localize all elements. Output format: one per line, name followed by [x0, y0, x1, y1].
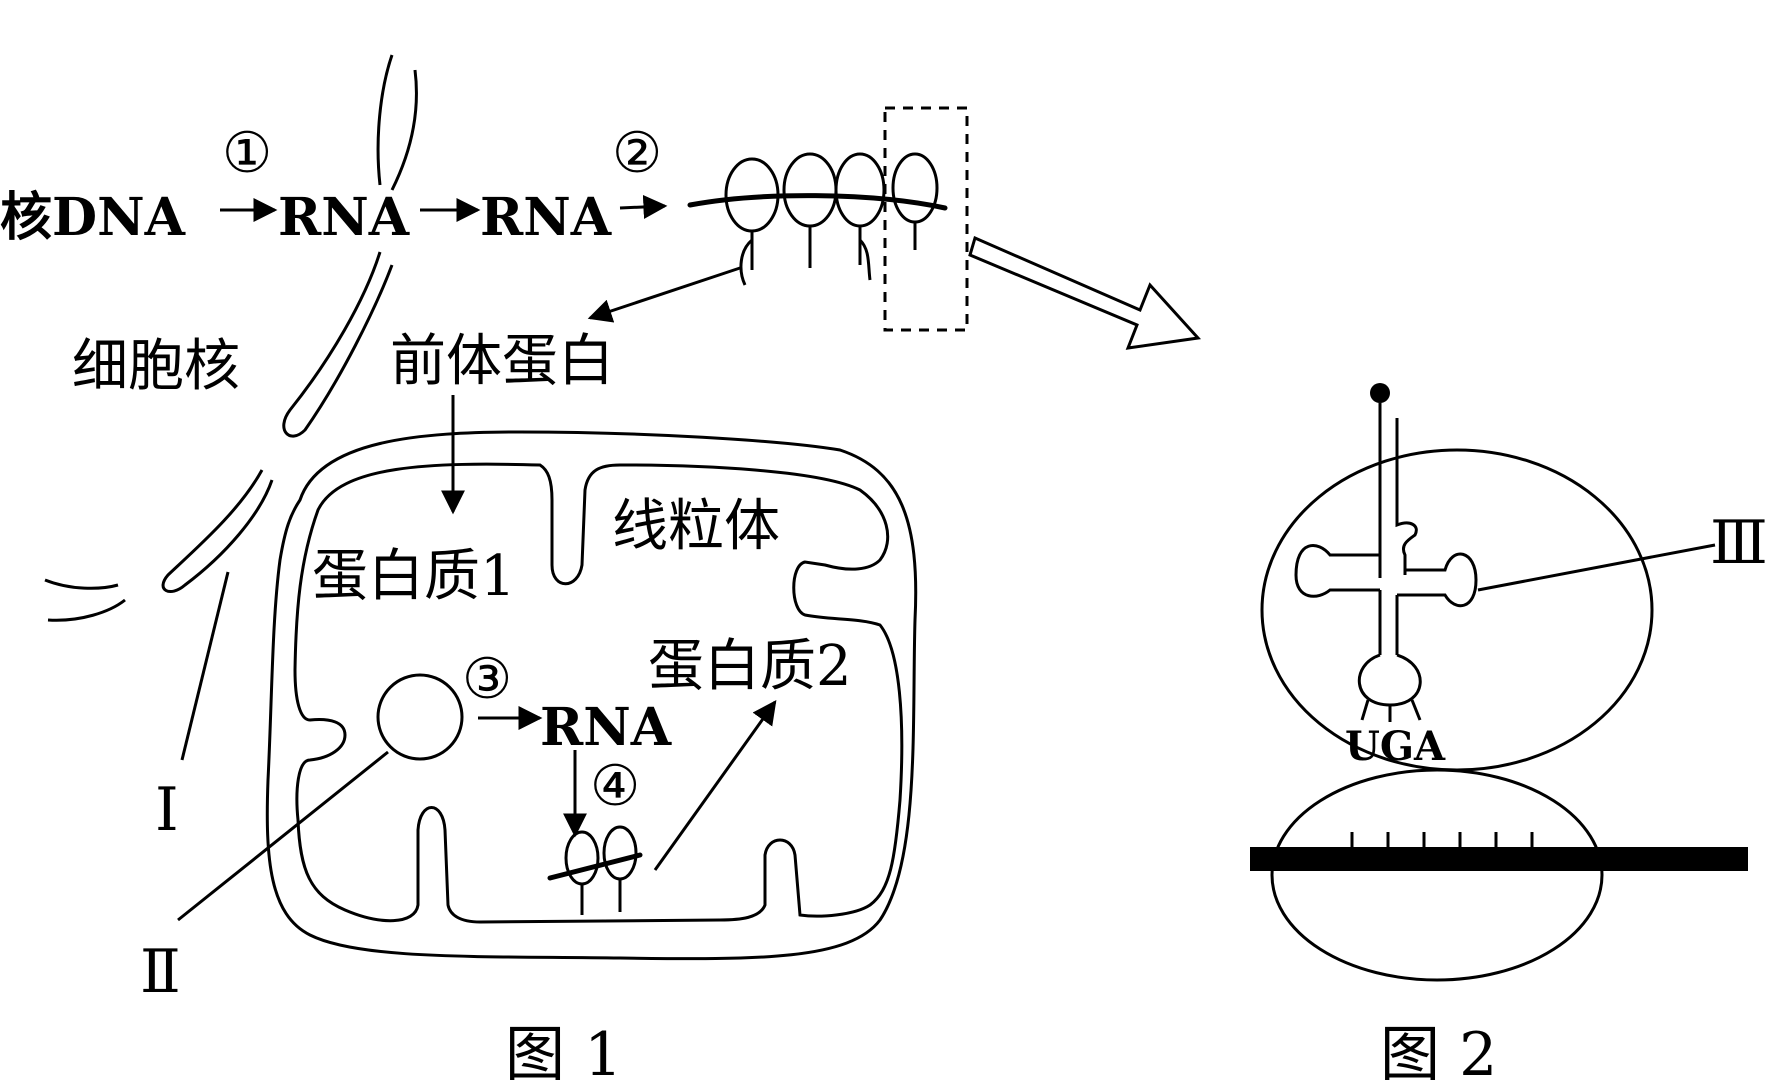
step-2-marker: ② — [612, 121, 662, 186]
figure-1: 核DNA ① RNA RNA ② 细胞核 前体蛋白 — [0, 54, 1202, 1090]
rna-label-first: RNA — [278, 187, 410, 248]
mrna-strand — [1250, 847, 1748, 871]
ribosome-small-subunit — [1270, 768, 1604, 982]
step-1-marker: ① — [222, 121, 272, 186]
marker-III: Ⅲ — [1710, 508, 1768, 578]
polysome — [687, 152, 948, 286]
arrow-to-precursor — [587, 266, 741, 323]
trna-structure — [1294, 383, 1478, 722]
step-4-marker: ④ — [590, 754, 640, 819]
arrow-rna-to-ribosomes — [619, 194, 668, 219]
nuclear-dna-label: 核DNA — [0, 187, 186, 248]
mitochondrion-outer-membrane — [265, 430, 918, 961]
hollow-arrow-to-figure-2 — [968, 235, 1202, 350]
dashed-selection-box — [883, 106, 969, 332]
mitochondrial-dna-circle — [376, 673, 464, 761]
rna-label-second: RNA — [480, 187, 612, 248]
leader-line-II — [177, 750, 389, 922]
mito-ribosomes — [547, 825, 643, 915]
mitochondrion-label: 线粒体 — [612, 494, 780, 559]
protein-2-label: 蛋白质2 — [648, 634, 852, 699]
codon-ticks — [1350, 832, 1534, 847]
nuclear-envelope — [44, 54, 418, 622]
figure-2: UGA Ⅲ 图 2 — [1250, 383, 1768, 1090]
precursor-protein-label: 前体蛋白 — [390, 329, 614, 394]
figure-1-caption: 图 1 — [505, 1020, 622, 1090]
marker-II: Ⅱ — [140, 937, 181, 1007]
protein-1-label: 蛋白质1 — [312, 544, 516, 609]
leader-line-III — [1477, 543, 1716, 592]
nucleus-label: 细胞核 — [72, 334, 240, 399]
leader-line-I — [180, 571, 230, 761]
arrow-to-protein-2 — [653, 700, 777, 871]
figure-2-caption: 图 2 — [1380, 1020, 1497, 1090]
anticodon-label: UGA — [1345, 723, 1446, 770]
marker-I: Ⅰ — [155, 775, 179, 845]
mitochondrion-inner-membrane — [293, 462, 904, 924]
step-3-marker: ③ — [462, 647, 512, 712]
mito-rna-label: RNA — [540, 697, 672, 758]
ribosome-large-subunit — [1260, 448, 1654, 772]
